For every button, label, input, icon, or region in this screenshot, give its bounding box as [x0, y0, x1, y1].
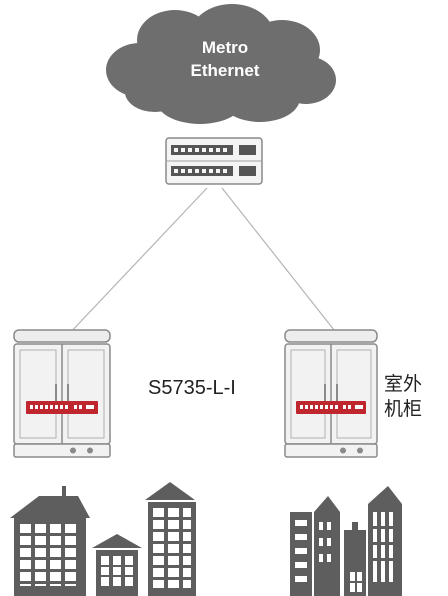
device-model-label: S5735-L-I: [148, 377, 236, 399]
cabinet-label-line2: 机柜: [384, 399, 423, 420]
cloud-icon: [106, 4, 336, 124]
cloud-label: Metro Ethernet: [150, 36, 300, 82]
cloud-label-line2: Ethernet: [190, 61, 260, 80]
cloud-label-line1: Metro: [201, 38, 249, 57]
aggregation-switch-icon: [165, 137, 263, 185]
cabinet-icon-right: [284, 329, 378, 458]
outdoor-cabinet-label: 室外 机柜: [384, 372, 422, 422]
city-buildings-icon: [290, 486, 402, 596]
link-line-left: [67, 187, 208, 336]
cabinet-label-line1: 室外: [384, 374, 423, 395]
cabinet-icon-left: [13, 329, 111, 458]
office-buildings-icon: [10, 482, 196, 596]
link-line-right: [221, 187, 339, 336]
